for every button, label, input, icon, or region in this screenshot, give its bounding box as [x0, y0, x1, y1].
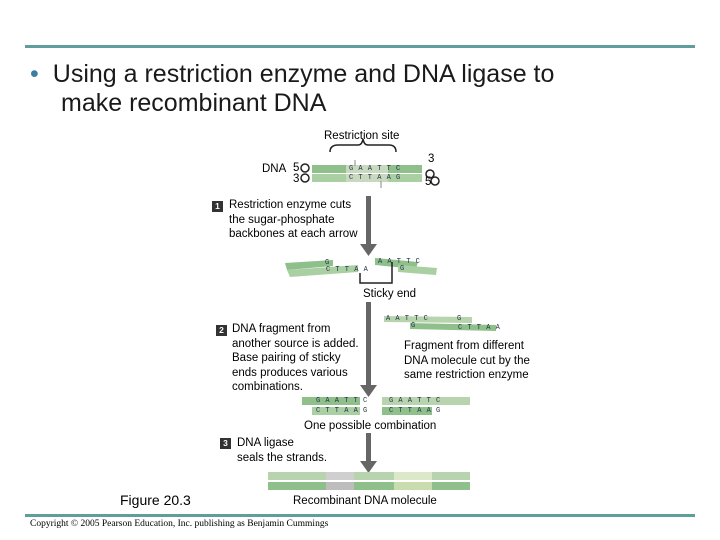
recombinant-top-3	[354, 472, 394, 480]
three-prime-right: 3	[428, 153, 435, 165]
step2-line: combinations.	[232, 381, 303, 393]
fragment-other-line: Fragment from different	[404, 340, 524, 352]
restriction-site-bracket	[329, 138, 397, 153]
step1-text: Restriction enzyme cuts the sugar-phosph…	[229, 198, 358, 242]
recombinant-bottom-4	[394, 482, 432, 490]
figure-label: Figure 20.3	[120, 492, 191, 508]
fragment-left-top	[285, 260, 333, 270]
dna-label: DNA	[262, 163, 287, 175]
other-bottom-left-seq: G	[411, 322, 416, 330]
restriction-site-label: Restriction site	[324, 130, 400, 142]
fragment-other-text: Fragment from different DNA molecule cut…	[404, 339, 530, 383]
fragment-left-bottom	[287, 265, 358, 277]
step1-line: the sugar-phosphate	[229, 213, 335, 226]
end-circle-right-bottom	[430, 176, 440, 186]
bottom-rule	[25, 514, 695, 517]
site-highlight-bottom	[346, 174, 388, 182]
step2-number: 2	[216, 325, 227, 336]
site-highlight-top	[346, 165, 388, 173]
step3-arrow-head	[360, 461, 377, 473]
step2-text: DNA fragment from another source is adde…	[232, 322, 359, 395]
frag-right-bottom-seq: G	[400, 265, 405, 273]
other-fragment-top	[384, 316, 472, 323]
recombinant-top-5	[432, 472, 470, 480]
step2-line: ends produces various	[232, 366, 348, 379]
step1-line: Restriction enzyme cuts	[229, 199, 352, 211]
combo-left-top-seq: G A A T T C	[316, 397, 368, 405]
step1-line: backbones at each arrow	[229, 228, 358, 240]
step3-number: 3	[220, 438, 231, 449]
five-prime-right: 5	[425, 176, 432, 188]
sticky-end-bracket-left	[359, 273, 378, 284]
other-bottom-right-seq: C T T A A	[458, 324, 501, 332]
combo-right-top	[382, 397, 470, 405]
step2-line: Base pairing of sticky	[232, 352, 341, 364]
end-circle-left-top	[300, 163, 310, 173]
step3-text: DNA ligase seals the strands.	[237, 436, 327, 465]
other-top-right-seq: G	[457, 315, 462, 323]
fragment-other-line: same restriction enzyme	[404, 369, 529, 381]
step2-line: another source is added.	[232, 337, 359, 350]
three-prime-left: 3	[293, 173, 300, 185]
combination-label: One possible combination	[304, 420, 437, 432]
fragment-right-bottom	[398, 265, 437, 275]
end-circle-right-top	[425, 169, 435, 179]
recombinant-bottom-1	[268, 482, 326, 490]
step2-arrow-head	[360, 385, 377, 397]
other-top-left-seq: A A T T C	[386, 315, 429, 323]
step1-number: 1	[212, 201, 223, 212]
recombinant-top-4	[394, 472, 432, 480]
frag-left-top-seq: G	[325, 259, 330, 267]
recombinant-top-2	[326, 472, 354, 480]
title-line-2: make recombinant DNA	[61, 89, 327, 117]
copyright: Copyright © 2005 Pearson Education, Inc.…	[30, 519, 329, 529]
frag-right-top-seq: A A T T C	[378, 258, 421, 266]
recombinant-top-1	[268, 472, 326, 480]
combo-right-bottom-seq: C T T A A G	[389, 407, 441, 415]
recombinant-label: Recombinant DNA molecule	[293, 495, 437, 507]
end-circle-left-bottom	[300, 173, 310, 183]
sticky-end-label: Sticky end	[363, 288, 417, 300]
title-line-1: Using a restriction enzyme and DNA ligas…	[52, 60, 555, 88]
site-seq-top: G A A T T C	[349, 165, 401, 173]
combo-left-bottom-seq: C T T A A G	[316, 407, 368, 415]
other-fragment-bottom	[410, 323, 496, 331]
combo-right-bottom	[382, 407, 432, 415]
recombinant-bottom-2	[326, 482, 354, 490]
title-bullet: •	[30, 60, 39, 88]
frag-left-bottom-seq: C T T A A	[326, 266, 369, 274]
site-seq-bottom: C T T A A G	[349, 174, 401, 182]
combo-right-top-seq: G A A T T C	[389, 397, 441, 405]
step3-arrow-shaft	[366, 433, 371, 463]
slide-title: • Using a restriction enzyme and DNA liga…	[30, 60, 690, 118]
combo-left-bottom	[312, 407, 360, 415]
step2-line: DNA fragment from	[232, 323, 331, 335]
fragment-other-line: DNA molecule cut by the	[404, 354, 530, 367]
top-rule	[25, 45, 695, 48]
recombinant-bottom-5	[432, 482, 470, 490]
step3-line: seals the strands.	[237, 451, 328, 464]
five-prime-left: 5	[293, 162, 300, 174]
sticky-end-bracket-right	[378, 262, 393, 284]
step2-arrow-shaft	[366, 302, 371, 387]
step3-line: DNA ligase	[237, 437, 294, 449]
step1-arrow-shaft	[366, 196, 371, 246]
combo-left-top	[302, 397, 360, 405]
recombinant-bottom-3	[354, 482, 394, 490]
step1-arrow-head	[360, 244, 377, 256]
